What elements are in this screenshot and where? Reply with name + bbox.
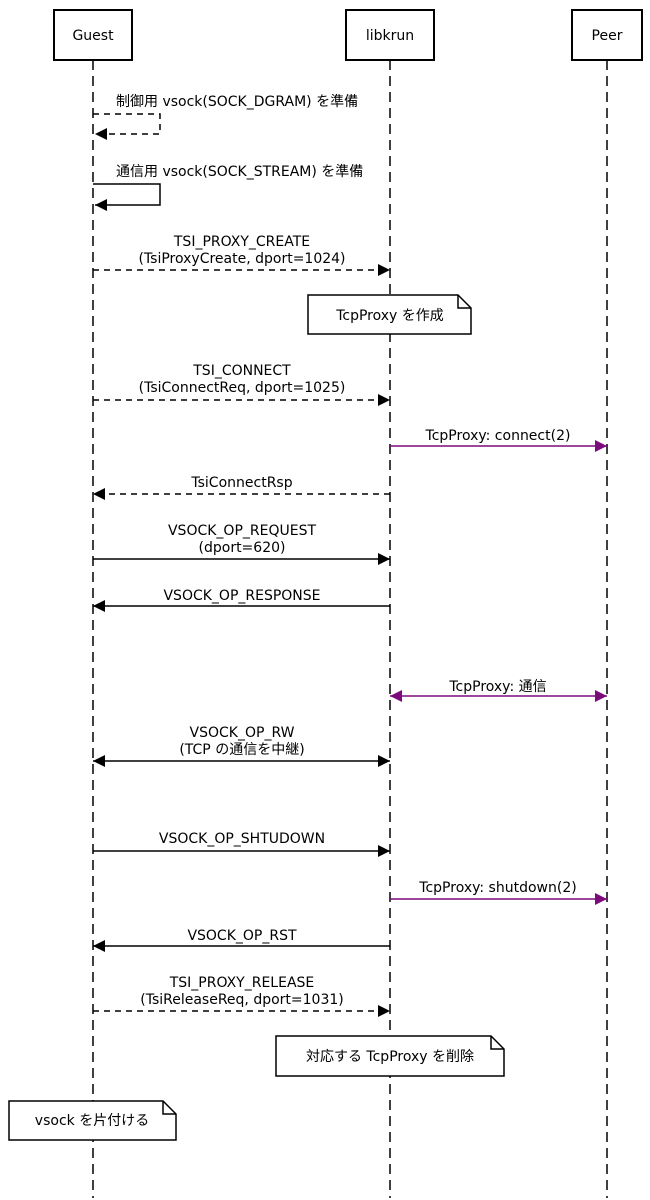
message-label: 通信用 vsock(SOCK_STREAM) を準備 [116,164,363,180]
note-label: vsock を片付ける [35,1113,149,1129]
msg-vsock-op-shutdown: VSOCK_OP_SHTUDOWN [93,831,390,857]
msg-prepare-stream: 通信用 vsock(SOCK_STREAM) を準備 [93,164,363,211]
note-label: TcpProxy を作成 [335,308,444,324]
note-create-tcpproxy: TcpProxy を作成 [307,294,472,335]
message-label-line1: VSOCK_OP_RW [190,725,295,741]
participant-libkrun: libkrun [345,9,435,61]
participant-peer: Peer [571,9,643,61]
msg-vsock-op-rw: VSOCK_OP_RW (TCP の通信を中継) [93,725,390,767]
message-label: TcpProxy: shutdown(2) [418,880,576,896]
message-label: VSOCK_OP_SHTUDOWN [159,831,325,847]
msg-tsi-proxy-release: TSI_PROXY_RELEASE (TsiReleaseReq, dport=… [93,975,390,1017]
note-cleanup-vsock: vsock を片付ける [8,1100,177,1141]
note-label: 対応する TcpProxy を削除 [306,1049,474,1065]
message-label-line1: TSI_PROXY_CREATE [173,234,310,250]
msg-vsock-op-response: VSOCK_OP_RESPONSE [93,588,390,612]
participant-peer-label: Peer [592,28,623,44]
message-label-line2: (TsiConnectReq, dport=1025) [139,380,346,396]
participant-libkrun-label: libkrun [366,28,414,44]
msg-tcpproxy-connect: TcpProxy: connect(2) [390,428,607,452]
message-label-line1: TSI_PROXY_RELEASE [169,975,315,991]
msg-vsock-op-rst: VSOCK_OP_RST [93,928,390,952]
message-label-line2: (TCP の通信を中継) [179,742,304,758]
message-label-line2: (dport=620) [199,540,286,556]
msg-prepare-dgram: 制御用 vsock(SOCK_DGRAM) を準備 [93,94,358,140]
msg-tsi-connect-rsp: TsiConnectRsp [93,475,390,500]
message-label-line1: VSOCK_OP_REQUEST [168,523,316,539]
note-delete-tcpproxy: 対応する TcpProxy を削除 [275,1035,505,1077]
message-label: TcpProxy: 通信 [448,679,546,695]
message-label: VSOCK_OP_RST [187,928,297,944]
message-label-line2: (TsiReleaseReq, dport=1031) [140,992,344,1008]
message-label: VSOCK_OP_RESPONSE [163,588,320,604]
message-label: TcpProxy: connect(2) [425,428,571,444]
participant-guest-label: Guest [72,28,114,44]
msg-vsock-op-request: VSOCK_OP_REQUEST (dport=620) [93,523,390,565]
message-label-line1: TSI_CONNECT [192,363,291,379]
message-label: TsiConnectRsp [190,475,292,491]
msg-tsi-proxy-create: TSI_PROXY_CREATE (TsiProxyCreate, dport=… [93,234,390,276]
msg-tcpproxy-shutdown: TcpProxy: shutdown(2) [390,880,607,905]
msg-tsi-connect: TSI_CONNECT (TsiConnectReq, dport=1025) [93,363,390,406]
msg-tcpproxy-communicate: TcpProxy: 通信 [390,679,607,702]
participant-guest: Guest [53,9,133,61]
message-label-line2: (TsiProxyCreate, dport=1024) [138,251,345,267]
message-label: 制御用 vsock(SOCK_DGRAM) を準備 [116,94,358,110]
